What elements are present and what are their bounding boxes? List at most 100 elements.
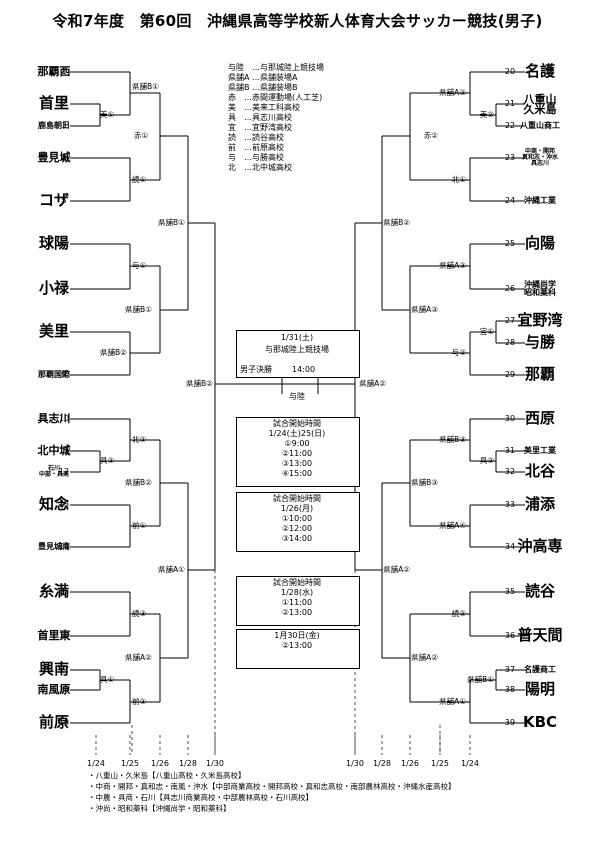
match-venue: 読③	[132, 609, 147, 618]
team-name: 那覇国際	[38, 369, 70, 379]
schedule-time: ②12:00	[281, 524, 313, 533]
team-number: 22	[504, 121, 516, 130]
final-time: 14:00	[292, 365, 316, 374]
team-number: 10	[58, 414, 70, 423]
team-number: 15	[58, 587, 70, 596]
note-line: ・中商・開邦・真和志・南風・沖水【中部商業高校・開邦高校・真和志高校・南部農林高…	[88, 782, 456, 791]
team-name: 首里	[38, 94, 70, 113]
schedule-date: 1/26(月)	[280, 504, 314, 513]
team-name: 那覇	[524, 365, 556, 384]
note-line: ・八重山・久米島【八重山高校・久米島高校】	[88, 771, 246, 780]
team-number: 28	[504, 338, 516, 347]
match-venue: 赤②	[423, 131, 438, 140]
team-number: 29	[504, 370, 516, 379]
team-name: 八重山	[523, 92, 557, 106]
team-name: 沖縄工業	[524, 195, 556, 205]
schedule-box	[236, 492, 360, 552]
match-venue: 県舗A①	[439, 697, 466, 706]
legend-item: 県舗B …県舗装場B	[228, 83, 298, 92]
schedule-box	[236, 576, 360, 626]
note-line: ・中農・具商・石川【具志川商業高校・中部農林高校・石川高校】	[88, 793, 313, 802]
schedule-date: 1/24(土)25(日)	[268, 429, 326, 438]
match-venue: 具②	[100, 456, 115, 465]
team-name: 西原	[524, 409, 556, 428]
match-venue: 県舗B②	[383, 218, 410, 227]
team-name: 鹿島朝日	[38, 120, 70, 130]
team-number: 11	[58, 446, 70, 455]
legend-item: 具 …具志川高校	[228, 113, 292, 122]
team-name: 前原	[38, 713, 70, 732]
team-name: コザ	[38, 191, 70, 210]
team-number: 35	[504, 587, 516, 596]
match-venue: 具①	[100, 675, 115, 684]
schedule-date: 1月30日(金)	[274, 631, 320, 640]
team-number: 34	[504, 542, 516, 551]
match-venue: 県舗A①	[158, 565, 185, 574]
team-name: 沖縄尚学	[524, 279, 556, 289]
round-date: 1/25	[121, 759, 139, 768]
round-date: 1/30	[346, 759, 364, 768]
match-venue: 赤①	[134, 131, 149, 140]
match-venue: 具②	[479, 456, 494, 465]
match-venue: 県舗A②	[359, 379, 386, 388]
team-number: 18	[58, 685, 70, 694]
match-venue: 県舗B③	[411, 478, 438, 487]
team-name: 興南	[38, 660, 70, 679]
team-number: 17	[58, 665, 70, 674]
team-name: 昭和薬科	[524, 288, 556, 297]
team-name: 知念	[38, 495, 70, 514]
team-number: 30	[504, 414, 516, 423]
round-date: 1/28	[179, 759, 197, 768]
schedule-time: ①10:00	[281, 514, 313, 523]
team-name: 普天間	[517, 626, 563, 645]
team-number: 26	[504, 284, 516, 293]
team-name: 与勝	[524, 333, 556, 352]
legend-item: 宜 …宜野湾高校	[228, 123, 292, 132]
team-number: 20	[504, 67, 516, 76]
team-name: 豊見城南	[38, 541, 70, 551]
schedule-time: ①9:00	[284, 439, 310, 448]
team-number: 25	[504, 239, 516, 248]
team-number: 27	[504, 316, 516, 325]
match-venue: 前②	[132, 697, 147, 706]
team-number: 37	[504, 665, 516, 674]
match-venue: 県舗B②	[186, 379, 213, 388]
team-number: 32	[504, 467, 516, 476]
schedule-time: ①11:00	[281, 598, 313, 607]
match-venue: 読①	[132, 175, 147, 184]
legend-item: 赤 …赤間運動場(人工芝)	[228, 93, 323, 102]
match-venue: 北①	[451, 175, 466, 184]
team-name: 美里工業	[524, 445, 556, 455]
note-line: ・沖尚・昭和薬科【沖縄尚学・昭和薬科】	[88, 804, 231, 813]
schedule-time: ③14:00	[281, 534, 313, 543]
legend-item: 与 …与勝高校	[228, 153, 284, 162]
team-name: 豊見城	[37, 151, 71, 165]
team-name: 那覇西	[37, 65, 71, 79]
round-date: 1/26	[151, 759, 169, 768]
team-name: 浦添	[524, 495, 556, 514]
final-venue-name: 与那城陸上競技場	[265, 345, 329, 354]
round-date: 1/24	[461, 759, 479, 768]
team-name: 中商・開邦	[524, 147, 556, 155]
match-venue: 県舗B①	[132, 82, 159, 91]
match-venue: 県舗B③	[439, 435, 466, 444]
match-venue: 県舗A②	[125, 653, 152, 662]
team-name: 名護	[524, 62, 556, 81]
match-venue: 前①	[132, 521, 147, 530]
team-number: 7	[61, 284, 67, 293]
team-number: 12	[58, 467, 70, 476]
match-venue: 県舗A③	[411, 305, 438, 314]
legend-item: 美 …美来工科高校	[228, 103, 300, 112]
team-number: 14	[58, 542, 70, 551]
match-venue: 県舗A④	[439, 521, 466, 530]
team-number: 3	[61, 121, 67, 130]
match-venue: 県舗A②	[411, 653, 438, 662]
team-name: 沖高専	[517, 537, 563, 556]
team-number: 33	[504, 500, 516, 509]
team-number: 2	[61, 99, 67, 108]
match-venue: 県舗B①	[467, 675, 494, 684]
match-venue: 県舗A③	[439, 261, 466, 270]
team-number: 9	[61, 370, 67, 379]
final-match-label: 男子決勝	[240, 365, 272, 374]
